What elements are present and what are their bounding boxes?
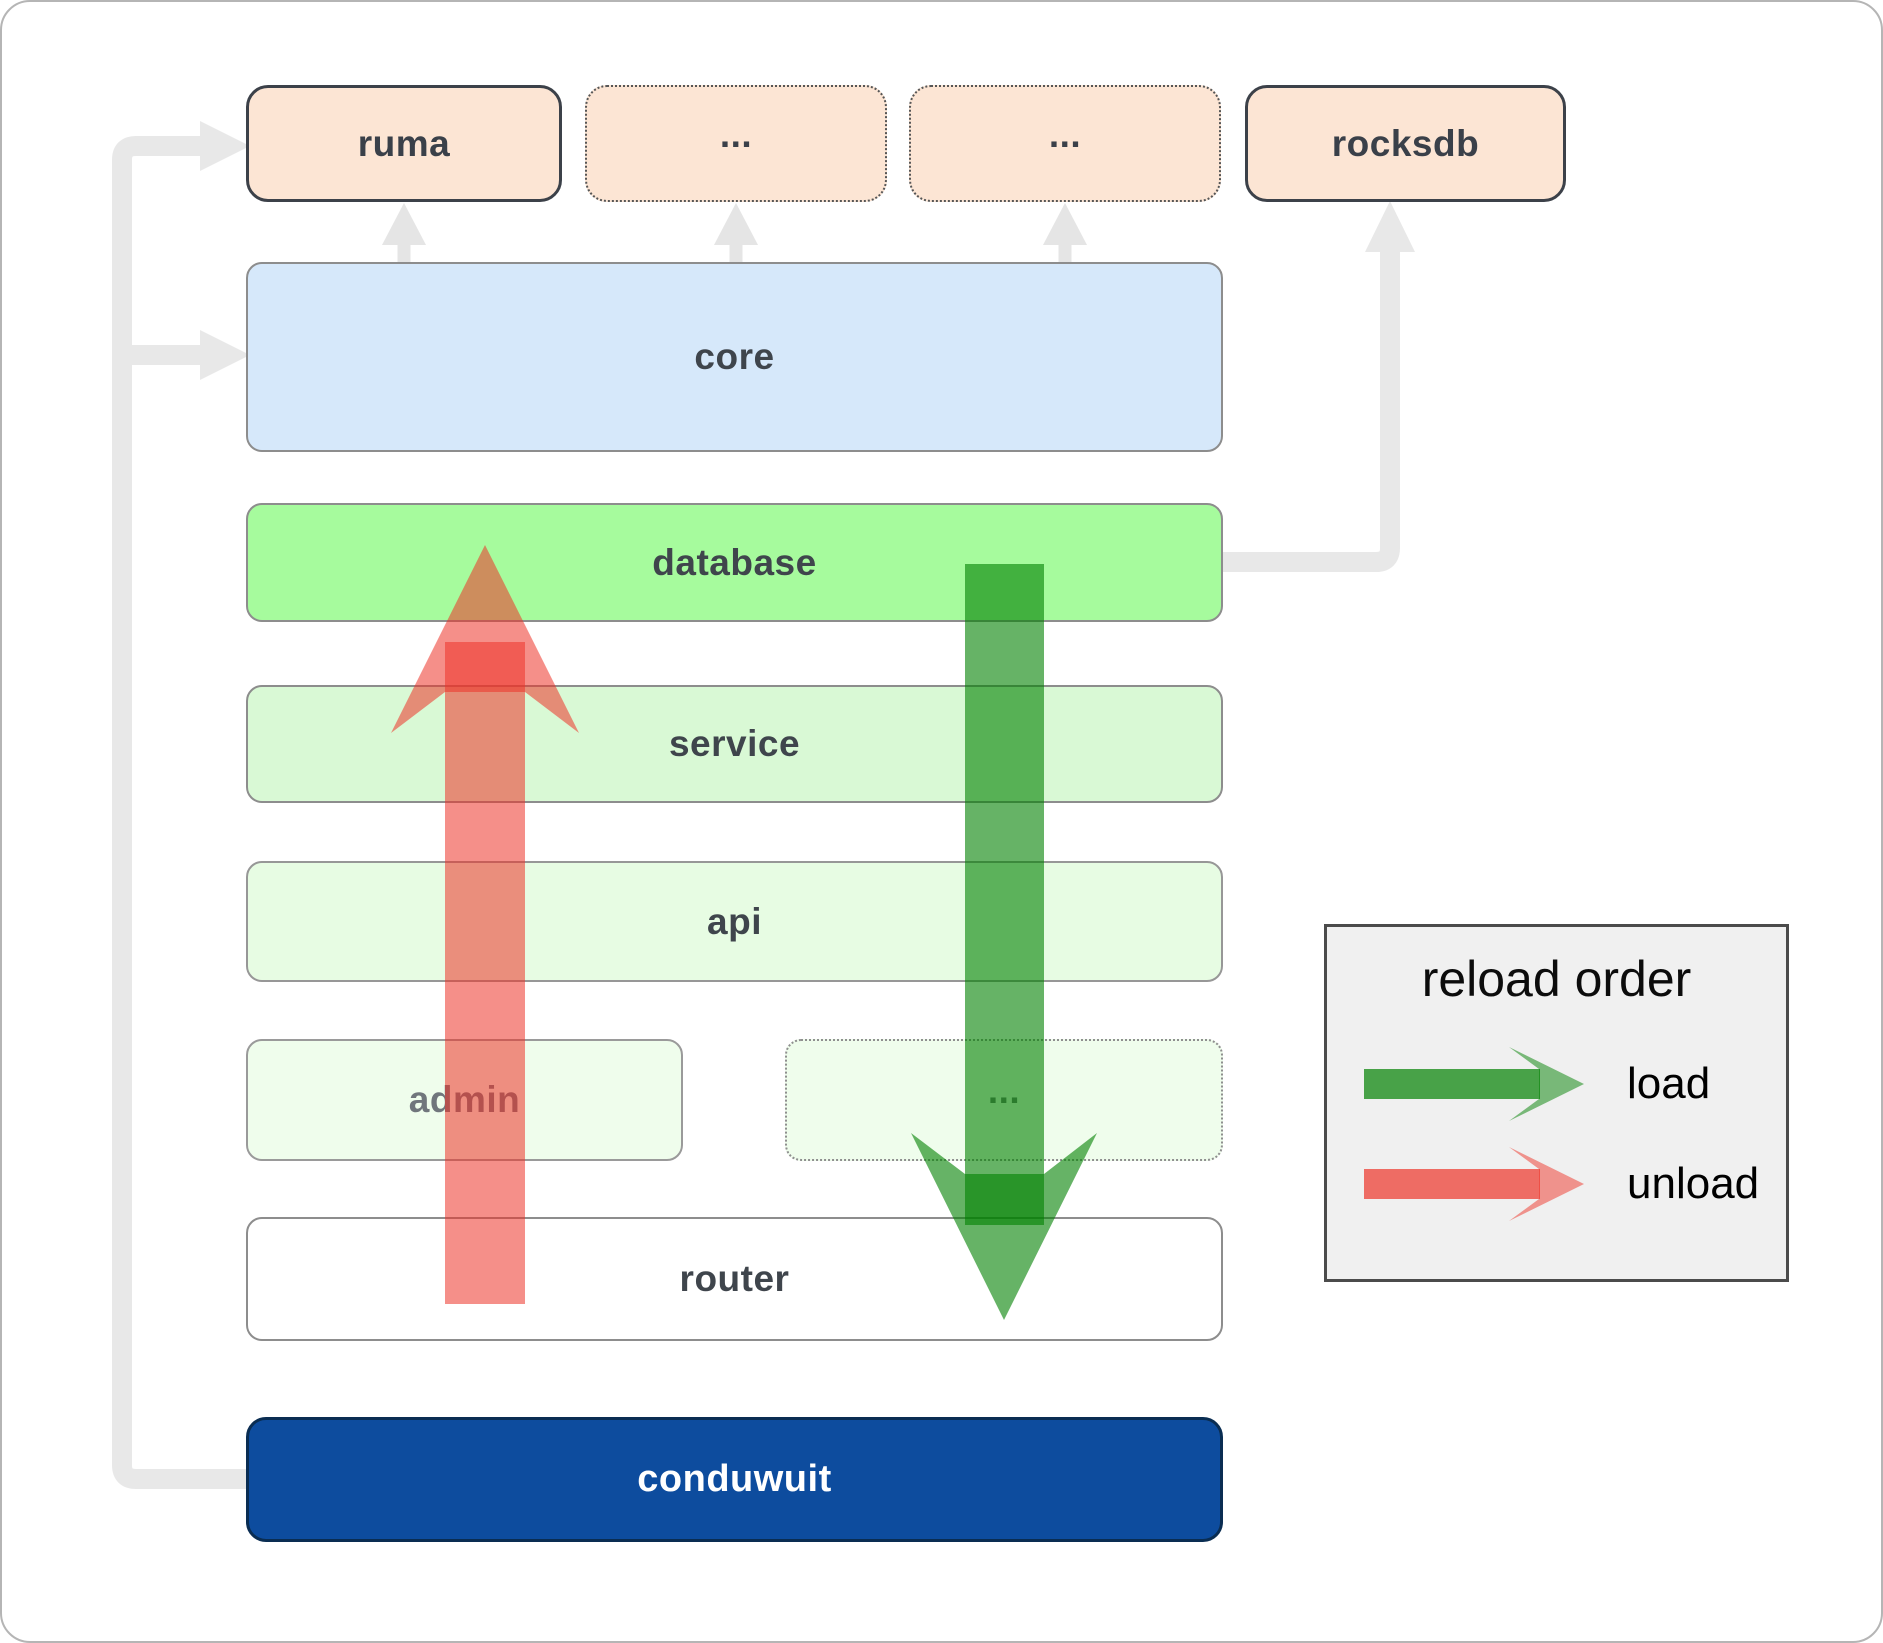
legend-label-unload: unload [1627,1159,1760,1208]
database-rocksdb-connector [1223,201,1415,572]
box-ruma: ruma [246,85,562,202]
box-core: core [246,262,1223,452]
box-admin-label: admin [408,1079,521,1120]
box-rocksdb: rocksdb [1245,85,1566,202]
box-dependency-more-1-label: ... [719,113,753,155]
box-api-label: api [707,900,762,942]
conduwuit-boot-connector [112,121,250,1489]
box-core-label: core [694,336,775,377]
box-rocksdb-label: rocksdb [1331,122,1480,164]
box-ruma-label: ruma [357,122,451,164]
box-api: api [246,861,1223,982]
box-router: router [246,1217,1223,1341]
box-dependency-more-2: ... [909,85,1221,202]
box-service-label: service [668,723,801,764]
box-dependency-more-1: ... [585,85,887,202]
arrowhead-into-dep-more-2 [1043,203,1087,245]
box-service: service [246,685,1223,803]
box-database: database [246,503,1223,622]
box-conduwuit-label: conduwuit [637,1458,832,1500]
legend-title: reload order [1421,951,1692,1007]
arrowhead-into-ruma-small [382,203,426,245]
core-dependency-arrows [382,203,1087,262]
box-database-label: database [652,541,817,583]
arrowhead-into-ruma [200,121,250,171]
box-router-label: router [679,1258,790,1299]
box-service-more: ... [785,1039,1223,1161]
box-service-more-label: ... [987,1069,1021,1111]
box-conduwuit: conduwuit [246,1417,1223,1542]
arrowhead-into-dep-more-1 [714,203,758,245]
arrowhead-into-core [200,330,250,380]
legend-label-load: load [1627,1059,1711,1108]
box-admin: admin [246,1039,683,1161]
box-dependency-more-2-label: ... [1048,113,1082,155]
arrowhead-into-rocksdb [1365,201,1415,252]
